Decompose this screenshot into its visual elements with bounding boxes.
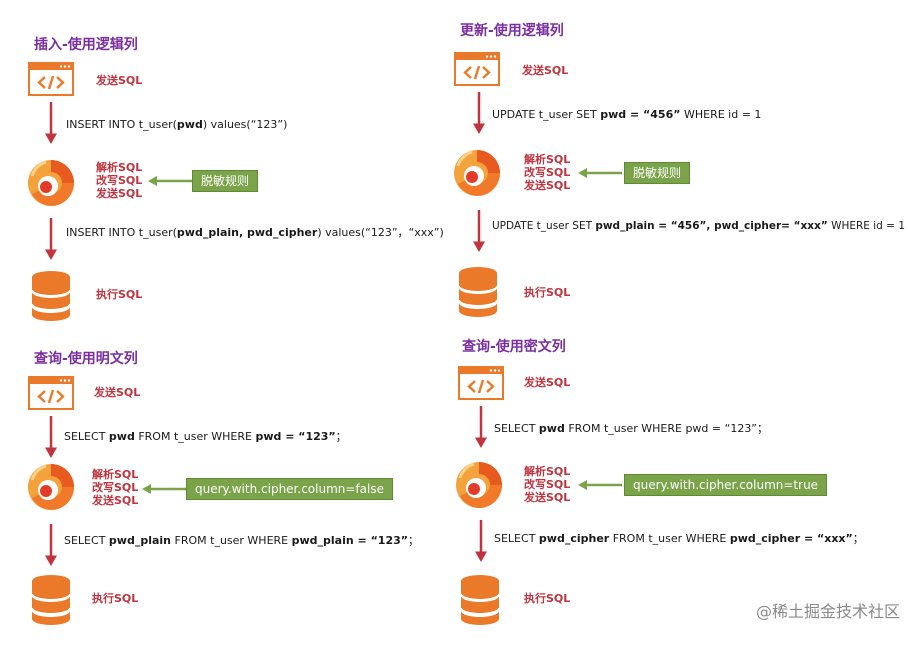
- send-sql-label: 发送SQL: [94, 386, 141, 399]
- send-sql-label: 发送SQL: [524, 376, 571, 389]
- sql-part-bold: pwd = “123”: [255, 430, 336, 443]
- database-icon: [458, 266, 498, 318]
- sql-statement-rewritten: UPDATE t_user SET pwd_plain = “456”, pwd…: [492, 220, 905, 232]
- left-arrow-icon: [142, 483, 186, 495]
- shardingsphere-logo-icon: [26, 158, 76, 208]
- sql-part: FROM t_user WHERE: [171, 534, 292, 547]
- panel-update: 更新-使用逻辑列 发送SQL UPDATE t_user SET pwd = “…: [452, 20, 905, 330]
- sql-part-bold: pwd: [108, 430, 135, 443]
- sql-part-bold: pwd: [538, 422, 565, 435]
- code-window-icon: [454, 52, 500, 86]
- sql-statement-rewritten: SELECT pwd_cipher FROM t_user WHERE pwd_…: [494, 530, 864, 546]
- step-send: 发送SQL: [524, 491, 571, 504]
- code-window-icon: [458, 366, 504, 400]
- step-rewrite: 改写SQL: [524, 166, 571, 179]
- sql-part-bold: pwd_cipher: [538, 532, 610, 545]
- step-send: 发送SQL: [524, 179, 571, 192]
- shardingsphere-logo-icon: [454, 460, 504, 510]
- down-arrow: [44, 218, 58, 260]
- sql-part-bold: pwd_plain = “123”: [291, 534, 409, 547]
- sql-part-bold: pwd_cipher = “xxx”: [729, 532, 853, 545]
- down-arrow: [474, 520, 488, 562]
- process-steps: 解析SQL 改写SQL 发送SQL: [92, 468, 138, 507]
- panel-title: 查询-使用密文列: [462, 339, 566, 355]
- process-steps: 解析SQL 改写SQL 发送SQL: [524, 153, 570, 192]
- panel-select-plain: 查询-使用明文列 发送SQL SELECT pwd FROM t_user WH…: [26, 348, 476, 658]
- sql-part: ) values(“123”): [202, 118, 288, 131]
- sql-part: ；: [408, 534, 420, 547]
- sql-part: ；: [335, 430, 347, 443]
- process-steps: 解析SQL 改写SQL 发送SQL: [96, 161, 142, 200]
- sql-part: SELECT: [494, 422, 539, 435]
- database-icon: [460, 574, 500, 626]
- sql-part-bold: pwd_plain = “456”, pwd_cipher= “xxx”: [595, 220, 828, 232]
- sql-part-bold: pwd: [176, 118, 203, 131]
- sql-statement-rewritten: SELECT pwd_plain FROM t_user WHERE pwd_p…: [64, 532, 419, 548]
- sql-part: WHERE id = 1: [827, 220, 906, 232]
- step-parse: 解析SQL: [524, 153, 571, 166]
- step-parse: 解析SQL: [96, 161, 143, 174]
- down-arrow: [44, 102, 58, 144]
- database-icon: [31, 270, 71, 322]
- sql-part: FROM t_user WHERE: [134, 430, 256, 443]
- sql-statement-original: UPDATE t_user SET pwd = “456” WHERE id =…: [492, 108, 761, 121]
- down-arrow: [44, 524, 58, 566]
- rule-box: 脱敏规则: [192, 170, 259, 192]
- rule-box: query.with.cipher.column=false: [186, 478, 393, 500]
- execute-sql-label: 执行SQL: [524, 286, 571, 299]
- step-send: 发送SQL: [96, 187, 143, 200]
- left-arrow-icon: [148, 175, 192, 187]
- step-rewrite: 改写SQL: [524, 478, 571, 491]
- step-parse: 解析SQL: [92, 468, 139, 481]
- watermark: @稀土掘金技术社区: [755, 602, 900, 621]
- sql-statement-original: INSERT INTO t_user(pwd) values(“123”): [66, 118, 287, 131]
- execute-sql-label: 执行SQL: [96, 288, 143, 301]
- step-rewrite: 改写SQL: [92, 481, 139, 494]
- sql-part-bold: pwd_plain: [108, 534, 172, 547]
- sql-part: SELECT: [64, 534, 109, 547]
- panel-title: 插入-使用逻辑列: [34, 37, 138, 53]
- sql-part: UPDATE t_user SET: [492, 220, 596, 232]
- panel-title: 更新-使用逻辑列: [460, 23, 564, 39]
- down-arrow: [474, 406, 488, 448]
- sql-part-bold: pwd = “456”: [600, 108, 681, 121]
- send-sql-label: 发送SQL: [522, 64, 569, 77]
- left-arrow-icon: [578, 167, 622, 179]
- code-window-icon: [28, 62, 74, 96]
- execute-sql-label: 执行SQL: [92, 592, 139, 605]
- code-window-icon: [28, 376, 74, 410]
- left-arrow-icon: [578, 479, 622, 491]
- panel-title: 查询-使用明文列: [34, 351, 138, 367]
- sql-part: ) values(“123”，“xxx”): [317, 226, 444, 239]
- sql-part: FROM t_user WHERE pwd = “123”；: [564, 422, 769, 435]
- process-steps: 解析SQL 改写SQL 发送SQL: [524, 465, 570, 504]
- sql-part: UPDATE t_user SET: [492, 108, 601, 121]
- sql-statement-original: SELECT pwd FROM t_user WHERE pwd = “123”…: [494, 420, 768, 436]
- step-send: 发送SQL: [92, 494, 139, 507]
- down-arrow: [472, 92, 486, 134]
- sql-part: INSERT INTO t_user(: [66, 226, 177, 239]
- down-arrow: [44, 416, 58, 458]
- database-icon: [31, 574, 71, 626]
- rule-box: 脱敏规则: [624, 162, 691, 184]
- sql-part: ；: [852, 532, 864, 545]
- shardingsphere-logo-icon: [452, 148, 502, 198]
- shardingsphere-logo-icon: [26, 462, 76, 512]
- step-parse: 解析SQL: [524, 465, 571, 478]
- panel-select-cipher: 查询-使用密文列 发送SQL SELECT pwd FROM t_user WH…: [454, 336, 904, 646]
- sql-statement-rewritten: INSERT INTO t_user(pwd_plain, pwd_cipher…: [66, 224, 444, 240]
- sql-statement-original: SELECT pwd FROM t_user WHERE pwd = “123”…: [64, 428, 347, 444]
- sql-part: INSERT INTO t_user(: [66, 118, 177, 131]
- send-sql-label: 发送SQL: [96, 74, 143, 87]
- sql-part: WHERE id = 1: [680, 108, 762, 121]
- step-rewrite: 改写SQL: [96, 174, 143, 187]
- sql-part: SELECT: [494, 532, 539, 545]
- execute-sql-label: 执行SQL: [524, 592, 571, 605]
- sql-part: SELECT: [64, 430, 109, 443]
- panel-insert: 插入-使用逻辑列 发送SQL INSERT INTO t_user(pwd) v…: [26, 34, 476, 344]
- down-arrow: [472, 210, 486, 252]
- sql-part-bold: pwd_plain, pwd_cipher: [176, 226, 318, 239]
- sql-part: FROM t_user WHERE: [609, 532, 730, 545]
- rule-box: query.with.cipher.column=true: [624, 474, 828, 496]
